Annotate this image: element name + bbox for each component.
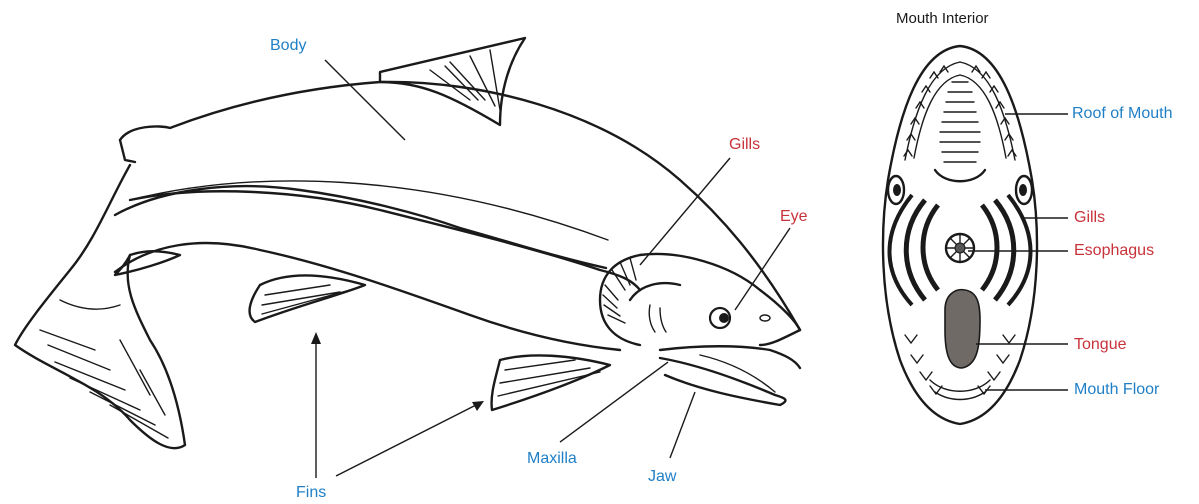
tongue-shape bbox=[945, 290, 980, 368]
gill-arch-left-1 bbox=[923, 205, 938, 290]
label-gills: Gills bbox=[729, 136, 760, 154]
gill-filaments bbox=[603, 258, 636, 323]
label-esophagus: Esophagus bbox=[1074, 242, 1154, 260]
mouth-interior-title: Mouth Interior bbox=[896, 10, 989, 28]
fish-back bbox=[120, 82, 800, 345]
gill-arch-right-1 bbox=[982, 205, 997, 290]
label-body: Body bbox=[270, 37, 306, 55]
mouth-interior bbox=[883, 46, 1037, 424]
fish-lateral bbox=[115, 186, 606, 268]
label-maxilla: Maxilla bbox=[527, 450, 577, 468]
fish-jaw bbox=[660, 358, 785, 405]
label-fins: Fins bbox=[296, 484, 326, 502]
label-mouth-floor: Mouth Floor bbox=[1074, 381, 1159, 399]
label-roof-of-mouth: Roof of Mouth bbox=[1072, 105, 1173, 123]
pelvic-fin bbox=[250, 276, 365, 322]
label-eye: Eye bbox=[780, 208, 808, 226]
fish-leader-lines bbox=[311, 60, 790, 478]
roof-outline bbox=[905, 62, 1015, 160]
label-tongue: Tongue bbox=[1074, 336, 1127, 354]
label-jaw: Jaw bbox=[648, 468, 676, 486]
mouth-leader-lines bbox=[968, 114, 1068, 390]
label-mouth-gills: Gills bbox=[1074, 209, 1105, 227]
fish-side-view bbox=[15, 38, 800, 448]
